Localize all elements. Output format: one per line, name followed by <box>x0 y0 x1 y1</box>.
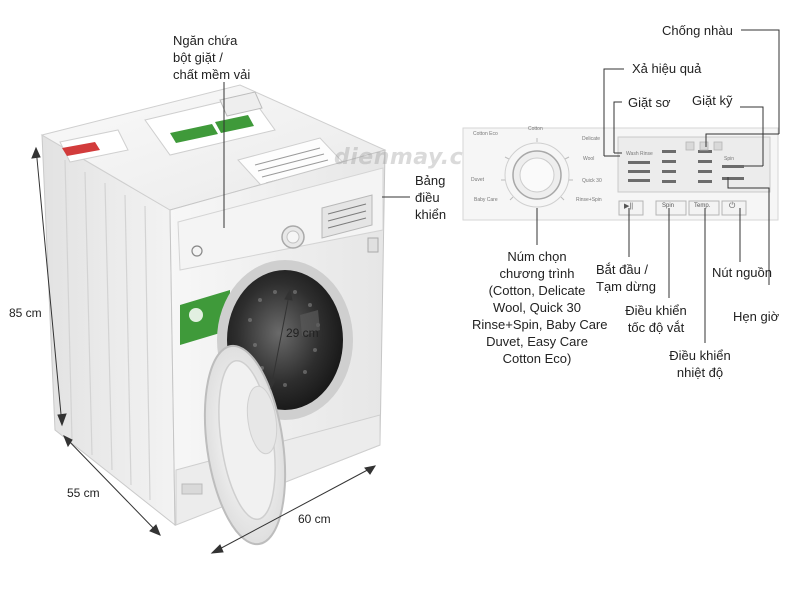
callout-line: Bắt đầu / <box>596 262 649 277</box>
panel-dial-ring <box>504 142 570 208</box>
callout-line: khiển <box>415 207 447 222</box>
callout-spin-control: Điều khiển tốc độ vắt <box>617 302 695 336</box>
door-dimension-label: 29 cm <box>286 326 319 340</box>
open-door <box>203 344 287 546</box>
callout-detergent-drawer: Ngăn chứa bột giặt / chất mềm vải <box>173 32 250 83</box>
panel-program-cotton-eco: Cotton Eco <box>473 131 498 137</box>
callout-line: chất mềm vải <box>173 67 251 82</box>
callout-line: Rinse+Spin, Baby Care <box>472 317 608 332</box>
temp-button[interactable] <box>688 200 720 216</box>
callout-line: (Cotton, Delicate <box>488 283 586 298</box>
callout-intensive-wash: Giặt kỹ <box>692 93 733 108</box>
callout-line: bột giặt / <box>173 50 223 65</box>
leader-lines-right <box>536 29 780 343</box>
callout-line: Cotton Eco) <box>502 351 572 366</box>
callout-line: Ngăn chứa <box>173 33 238 48</box>
panel-program-duvet: Duvet <box>471 177 485 183</box>
panel-program-delicate: Delicate <box>582 136 601 142</box>
panel-program-baby-care: Baby Care <box>474 197 498 203</box>
callout-line: Tạm dừng <box>596 279 657 294</box>
callout-line: Duvet, Easy Care <box>486 334 588 349</box>
callout-program-dial: Núm chọn chương trình (Cotton, Delicate … <box>472 248 608 367</box>
callout-effective-rinse: Xả hiệu quả <box>632 61 702 76</box>
start-pause-button-label: ▶|| <box>624 203 634 210</box>
panel-program-wool: Wool <box>583 156 595 162</box>
callout-line: chương trình <box>499 266 575 281</box>
callout-line: nhiệt độ <box>676 365 724 380</box>
width-dimension-label: 60 cm <box>298 512 331 526</box>
panel-program-cotton: Cotton <box>528 126 543 132</box>
panel-display-label-spin: Spin <box>724 156 735 162</box>
callout-anti-crease: Chống nhàu <box>662 23 733 38</box>
callout-line: Núm chọn <box>507 249 567 264</box>
callout-temp-control: Điều khiển nhiệt độ <box>662 347 738 381</box>
leader-lines-left <box>223 82 410 228</box>
panel-display-label-wash-rinse: Wash Rinse <box>626 151 653 157</box>
panel-program-rinse-spin: Rinse+Spin <box>576 197 602 203</box>
panel-program-quick-30: Quick 30 <box>582 178 602 184</box>
temp-button-label: Temp. <box>694 203 711 209</box>
callout-line: Bảng <box>415 173 446 188</box>
callout-control-panel: Bảng điều khiển <box>415 172 446 223</box>
depth-dimension-label: 55 cm <box>67 486 100 500</box>
panel-buttons <box>618 200 747 216</box>
power-icon: ⏻ <box>729 201 736 210</box>
height-dimension-label: 85 cm <box>9 306 42 320</box>
dimension-lines <box>31 146 377 554</box>
callout-line: điều <box>415 190 440 205</box>
callout-power-button: Nút nguồn <box>712 265 772 280</box>
callout-line: Điều khiển <box>625 303 687 318</box>
callout-line: Wool, Quick 30 <box>493 300 581 315</box>
callout-line: tốc độ vắt <box>627 320 685 335</box>
callout-prewash: Giặt sơ <box>628 95 671 110</box>
start-pause-button[interactable] <box>618 200 644 216</box>
spin-button[interactable] <box>655 200 687 216</box>
callout-delay-timer: Hẹn giờ <box>733 309 780 324</box>
spin-button-label: Spin <box>662 203 675 209</box>
callout-line: Điều khiển <box>669 348 731 363</box>
callout-start-pause: Bắt đầu / Tạm dừng <box>596 261 656 295</box>
